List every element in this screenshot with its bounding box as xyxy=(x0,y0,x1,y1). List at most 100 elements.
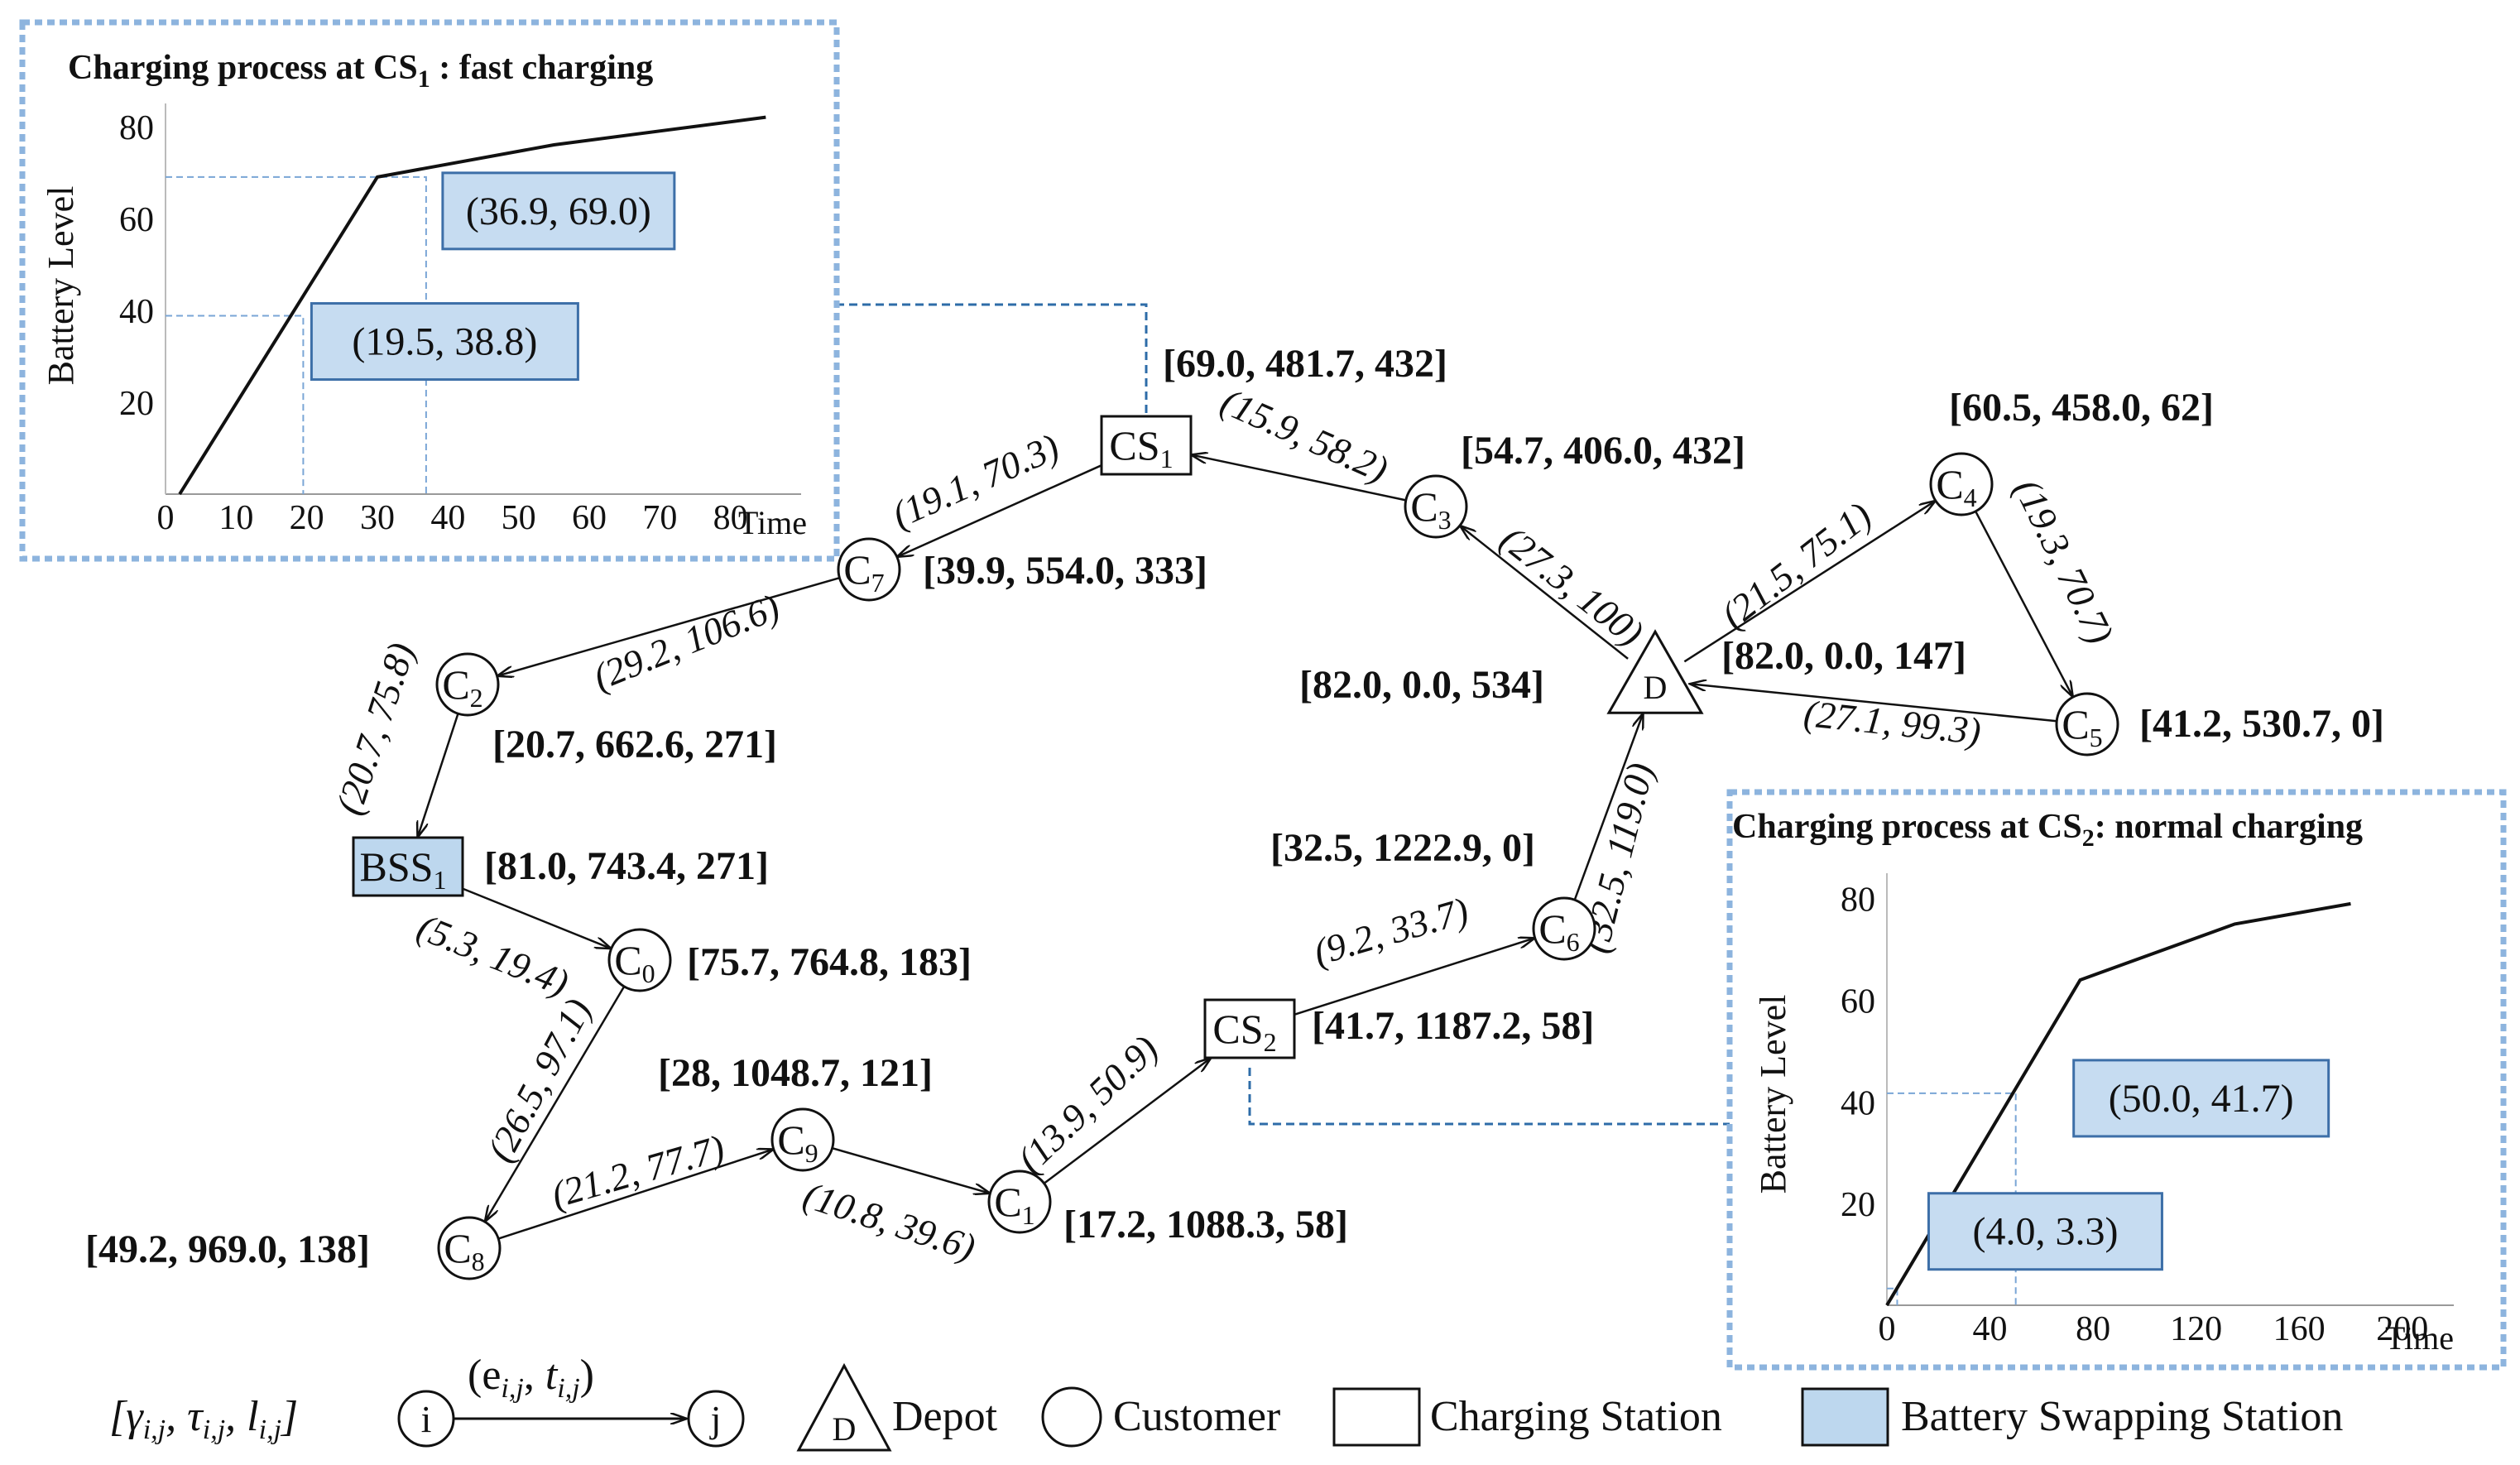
customer-node-shape xyxy=(607,928,672,992)
charging-node-shape xyxy=(1203,998,1296,1059)
node-info-cs1: [69.0, 481.7, 432] xyxy=(1163,342,1447,386)
customer-node-shape xyxy=(1929,452,1994,516)
leader-cs2 xyxy=(1248,1068,1730,1126)
inset-x-tick: 70 xyxy=(642,499,677,537)
edge-label-D-C4: (21.5, 75.1) xyxy=(1713,494,1879,636)
legend-info-format: [γi,j, τi,j, li,j] xyxy=(109,1393,298,1445)
node-c0: C0 xyxy=(607,928,672,992)
edge-C6-D xyxy=(1573,713,1644,901)
node-label: C1 xyxy=(994,1179,1034,1230)
inset-x-tick: 50 xyxy=(502,499,536,537)
inset-x-tick: 80 xyxy=(2076,1310,2110,1348)
customer-node-shape xyxy=(987,1170,1052,1234)
edge-label-C9-C1: (10.8, 39.6) xyxy=(799,1174,981,1269)
legend-depot-icon xyxy=(796,1362,892,1452)
inset-callout-box xyxy=(1927,1192,2163,1271)
node-info-cs2: [41.7, 1187.2, 58] xyxy=(1312,1004,1594,1048)
inset-cs2-ylabel: Battery Level xyxy=(1753,995,1793,1194)
node-label: C8 xyxy=(444,1225,484,1276)
inset-x-tick: 30 xyxy=(360,499,395,537)
node-label: C7 xyxy=(843,546,884,598)
edge-D-C4 xyxy=(1683,501,1935,663)
inset-x-tick: 80 xyxy=(713,499,748,537)
edge-C3-CS1 xyxy=(1191,454,1407,502)
inset-series-line xyxy=(178,115,766,496)
edge-C7-C2 xyxy=(497,576,840,676)
edge-label-C2-BSS1: (20.7, 75.8) xyxy=(328,637,423,819)
node-bss1: BSS1 xyxy=(352,836,464,897)
node-info-c4: [60.5, 458.0, 62] xyxy=(1949,386,2214,430)
inset-y-tick: 20 xyxy=(1841,1186,1875,1224)
inset-callout-box xyxy=(441,171,676,251)
inset-x-tick: 40 xyxy=(1973,1310,2008,1348)
inset-cs2: Charging process at CS2: normal charging… xyxy=(1726,789,2507,1371)
inset-y-tick: 40 xyxy=(119,293,154,331)
leader-cs1 xyxy=(836,303,1148,420)
inset-cs2-xlabel: Time xyxy=(2385,1319,2454,1357)
inset-x-tick: 200 xyxy=(2376,1310,2428,1348)
node-c5: C5 xyxy=(2055,692,2119,757)
legend-node-j xyxy=(687,1390,745,1448)
inset-marker-guide xyxy=(166,175,427,494)
customer-node-shape xyxy=(437,1216,502,1280)
edge-label-D-C3: (27.3, 100) xyxy=(1493,517,1651,654)
inset-callout-label: (19.5, 38.8) xyxy=(352,320,537,364)
depot-node-shape xyxy=(1606,629,1704,714)
edge-layer xyxy=(417,454,2073,1240)
inset-cs2-frame xyxy=(1726,789,2507,1371)
inset-x-tick: 0 xyxy=(1879,1310,1896,1348)
inset-y-tick: 60 xyxy=(1841,983,1875,1021)
edge-C8-C9 xyxy=(497,1149,774,1240)
customer-node-shape xyxy=(1404,474,1468,539)
legend-customer-icon xyxy=(1041,1386,1102,1448)
node-label: C9 xyxy=(777,1117,818,1168)
node-cs2: CS2 xyxy=(1203,998,1296,1059)
edge-label-C0-C8: (26.5, 97.1) xyxy=(478,992,599,1168)
edge-label-C5-D: (27.1, 99.3) xyxy=(1802,692,1983,752)
edge-C5-D xyxy=(1690,684,2057,723)
node-c2: C2 xyxy=(435,652,500,717)
legend-depot-label: Depot xyxy=(892,1393,998,1440)
inset-cs1-xlabel: Time xyxy=(738,504,807,541)
node-label: CS1 xyxy=(1109,422,1173,473)
legend-depot-symbol: D xyxy=(833,1410,857,1448)
node-info-c6: [32.5, 1222.9, 0] xyxy=(1270,826,1535,870)
legend-edge-format: (ei,j, ti,j) xyxy=(468,1352,594,1404)
swapping-node-shape xyxy=(352,836,464,897)
edge-C4-C5 xyxy=(1975,511,2073,697)
node-c6: C6 xyxy=(1532,896,1596,961)
customer-node-shape xyxy=(770,1107,835,1172)
legend-swapping-label: Battery Swapping Station xyxy=(1901,1393,2343,1440)
node-c9: C9 xyxy=(770,1107,835,1172)
legend-node-i-label: i xyxy=(421,1398,432,1440)
node-info-c7: [39.9, 554.0, 333] xyxy=(923,549,1207,593)
info-layer: [82.0, 0.0, 534][54.7, 406.0, 432][69.0,… xyxy=(85,342,2384,1271)
edge-BSS1-C0 xyxy=(462,887,612,949)
node-info-d2: [82.0, 0.0, 147] xyxy=(1721,634,1966,678)
inset-callout-label: (4.0, 3.3) xyxy=(1972,1210,2118,1254)
inset-x-tick: 10 xyxy=(218,499,253,537)
node-label: BSS1 xyxy=(360,843,447,895)
customer-node-shape xyxy=(435,652,500,717)
node-info-c8: [49.2, 969.0, 138] xyxy=(85,1227,370,1271)
edge-label-BSS1-C0: (5.3, 19.4) xyxy=(411,905,574,1004)
customer-node-shape xyxy=(2055,692,2119,757)
node-info-c2: [20.7, 662.6, 271] xyxy=(492,723,777,766)
inset-cs1-title: Charging process at CS1 : fast charging xyxy=(68,49,653,93)
inset-x-tick: 40 xyxy=(430,499,465,537)
inset-marker-guide xyxy=(166,315,305,494)
inset-cs1: Charging process at CS1 : fast charging … xyxy=(19,19,840,562)
edge-C2-BSS1 xyxy=(417,713,459,838)
node-info-c3: [54.7, 406.0, 432] xyxy=(1461,429,1745,473)
legend-swapping-icon xyxy=(1801,1387,1889,1447)
node-c7: C7 xyxy=(837,537,901,602)
edge-label-C8-C9: (21.2, 77.7) xyxy=(547,1126,729,1216)
inset-series-line xyxy=(1885,901,2351,1307)
edge-label-C3-CS1: (15.9, 58.2) xyxy=(1215,380,1394,491)
customer-node-shape xyxy=(1532,896,1596,961)
inset-callout-box xyxy=(2072,1059,2330,1138)
node-info-c9: [28, 1048.7, 121] xyxy=(658,1051,933,1095)
